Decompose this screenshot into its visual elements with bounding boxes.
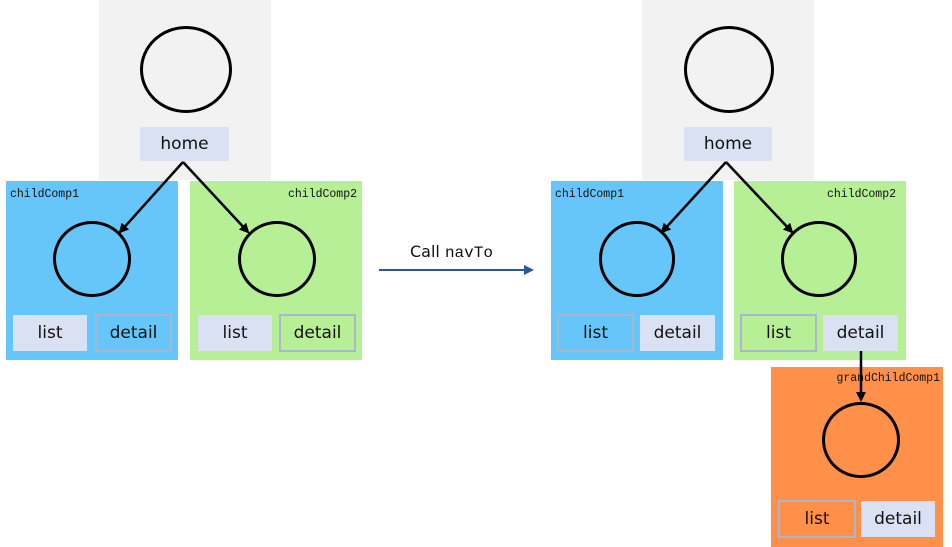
left-childcomp1-route-list: list	[13, 315, 87, 351]
left-childcomp2-label: childComp2	[287, 188, 357, 201]
right-grandchildcomp1-route-list: list	[778, 500, 856, 538]
right-childcomp2-container: childComp2 list detail	[734, 181, 906, 360]
call-prefix: Call	[410, 242, 445, 261]
left-childcomp1-label: childComp1	[10, 188, 80, 201]
right-grandchildcomp1-circle	[822, 402, 900, 478]
left-home-to-child2-arrow	[182, 161, 250, 234]
left-childcomp2-circle	[238, 221, 316, 297]
right-childcomp2-route-detail: detail	[823, 315, 898, 351]
call-navto-label: Call navTo	[410, 242, 493, 262]
left-home-circle	[140, 26, 232, 113]
right-home-circle	[684, 26, 774, 113]
right-childcomp1-route-detail: detail	[640, 315, 715, 351]
right-childcomp1-label: childComp1	[555, 188, 625, 201]
right-home-to-child1-arrow	[660, 161, 727, 234]
right-childcomp1-container: childComp1 list detail	[551, 181, 723, 360]
right-grandchildcomp1-route-detail: detail	[861, 501, 935, 537]
navto-method: navTo	[444, 244, 493, 262]
right-childcomp1-route-list: list	[557, 314, 634, 352]
right-home-container: home	[642, 0, 814, 180]
right-childcomp2-route-list: list	[740, 314, 817, 352]
left-home-container: home	[99, 0, 271, 180]
right-childcomp2-circle	[781, 221, 857, 297]
left-childcomp2-route-list: list	[198, 315, 272, 351]
left-childcomp1-circle	[53, 221, 131, 297]
right-childcomp1-circle	[599, 221, 675, 297]
left-childcomp2-container: childComp2 list detail	[190, 181, 362, 360]
right-home-route: home	[684, 127, 772, 161]
left-childcomp1-route-detail: detail	[95, 314, 172, 352]
right-childcomp2-label: childComp2	[826, 188, 896, 201]
left-home-to-child1-arrow	[118, 161, 184, 234]
right-grandchildcomp1-label: grandChildComp1	[836, 372, 940, 385]
left-childcomp1-container: childComp1 list detail	[6, 181, 178, 360]
left-childcomp2-route-detail: detail	[279, 314, 356, 352]
left-home-route: home	[140, 127, 229, 161]
right-home-to-child2-arrow	[725, 161, 794, 234]
